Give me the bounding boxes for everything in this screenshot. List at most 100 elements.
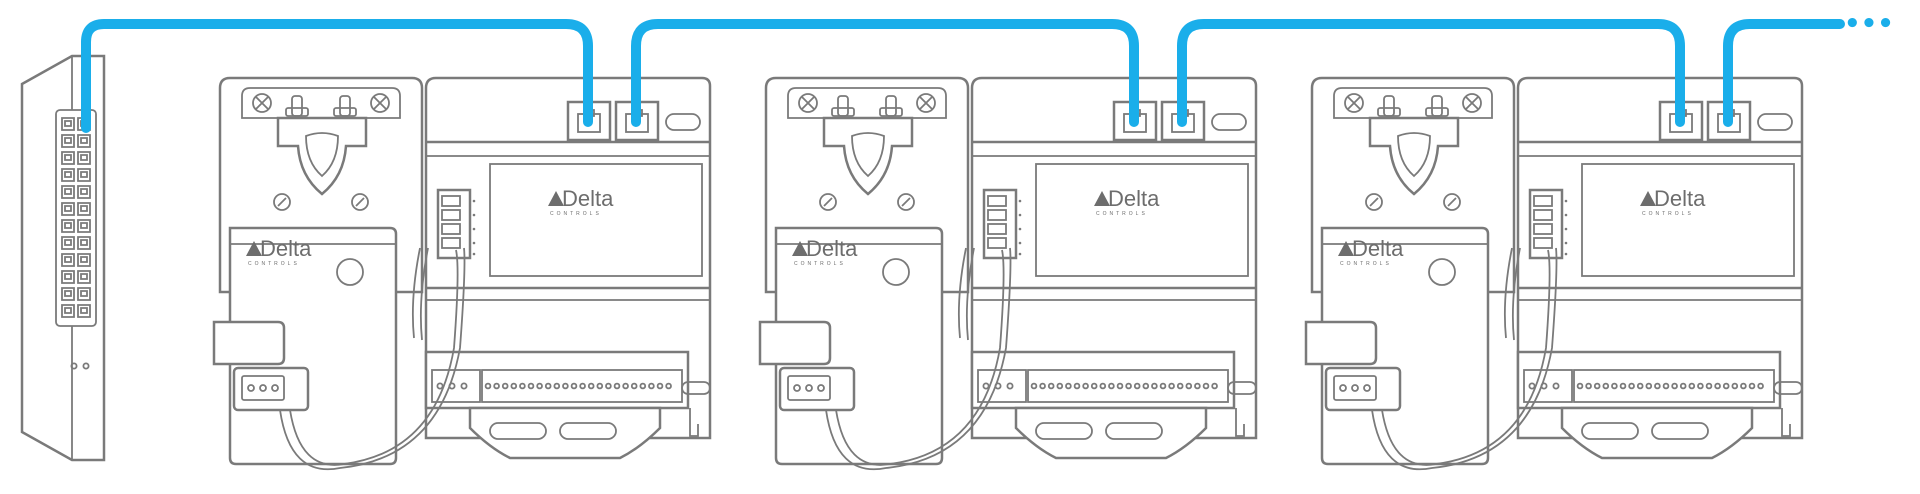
terminal-screw [1722,382,1730,390]
terminal-screw [1194,382,1201,390]
terminal-screw [1593,382,1601,390]
brand-name: Delta [260,236,312,261]
terminal-screw [1090,382,1098,390]
terminal-screw [1082,382,1089,390]
terminal-screw [1636,382,1644,390]
terminal-screw [1619,382,1627,390]
terminal-screw [1006,382,1014,390]
switch-port [61,151,75,165]
network-cable-switch-to-unit-1 [81,19,593,133]
terminal-screw [484,382,492,390]
terminal-screw [570,382,578,390]
terminal-screw [1065,382,1072,390]
brand-sub: CONTROLS [794,261,846,267]
terminal-screw [1748,382,1756,390]
switch-port [61,134,75,148]
terminal-screw [994,382,1002,390]
terminal-screw [460,382,468,390]
terminal-screw [448,382,456,390]
switch-port [61,202,75,216]
terminal-screw [596,382,604,390]
switch-port [61,270,75,284]
switch-port-grid [61,117,91,318]
delta-logo-controller-1: Delta CONTROLS [548,186,614,217]
switch-port [61,253,75,267]
network-cable-unit-1-to-unit-2 [631,19,1139,127]
terminal-screw [1645,382,1653,390]
terminal-screw [544,382,552,390]
brand-sub: CONTROLS [1642,211,1694,217]
switch-port [77,185,91,199]
terminal-screw [1047,382,1055,390]
terminal-screw [1757,382,1764,390]
switch-port [61,185,75,199]
terminal-screw [665,382,672,390]
terminal-screw [648,382,655,390]
terminal-screw [605,382,612,390]
terminal-screw [613,382,621,390]
delta-logo-actuator-2: Delta CONTROLS [792,236,858,267]
switch-port [77,202,91,216]
brand-name: Delta [562,186,614,211]
terminal-screw [1585,382,1592,390]
terminal-screw [553,382,561,390]
terminal-screw [1714,382,1721,390]
terminal-screw [1679,382,1687,390]
switch-port [61,304,75,318]
switch-port [61,287,75,301]
status-led [70,362,78,370]
terminal-screw [1528,382,1536,390]
terminal-screw [1202,382,1210,390]
terminal-screw [1602,382,1610,390]
network-cable-unit-3-continuation [1723,19,1845,127]
terminal-screw [1142,382,1150,390]
terminal-screw [579,382,586,390]
switch-port [77,236,91,250]
switch-port [77,219,91,233]
terminal-screw [1108,382,1115,390]
switch-port [61,168,75,182]
switch-port [77,151,91,165]
terminal-screw [1740,382,1747,390]
terminal-screw [1159,382,1167,390]
terminal-screw [1662,382,1670,390]
switch-port [61,117,75,131]
terminal-screw [622,382,629,390]
terminal-screw [1611,382,1618,390]
brand-sub: CONTROLS [550,211,602,217]
terminal-screw [1688,382,1696,390]
brand-name: Delta [1108,186,1160,211]
terminal-screw [1654,382,1661,390]
terminal-screw [493,382,500,390]
terminal-screw [1151,382,1158,390]
terminal-screw [1731,382,1739,390]
terminal-screw [510,382,518,390]
switch-port [77,253,91,267]
terminal-screw [1056,382,1064,390]
terminal-screw [527,382,535,390]
switch-port [61,236,75,250]
status-led [82,362,90,370]
brand-sub: CONTROLS [1340,261,1392,267]
terminal-screw [1576,382,1584,390]
terminal-screw [1705,382,1713,390]
terminal-screw [1697,382,1704,390]
brand-name: Delta [1352,236,1404,261]
brand-sub: CONTROLS [1096,211,1148,217]
terminal-screw [1073,382,1081,390]
terminal-screw [1168,382,1175,390]
terminal-screw [1540,382,1548,390]
terminal-screw [982,382,990,390]
terminal-screw [1628,382,1635,390]
terminal-screw [436,382,444,390]
network-cable-unit-2-to-unit-3 [1177,19,1685,127]
switch-port [77,304,91,318]
network-switch [20,54,106,462]
controller-unit-2 [758,76,1258,471]
terminal-screw [1671,382,1678,390]
terminal-screw [1552,382,1560,390]
delta-logo-controller-2: Delta CONTROLS [1094,186,1160,217]
switch-port [77,270,91,284]
terminal-blocks [436,382,1764,390]
